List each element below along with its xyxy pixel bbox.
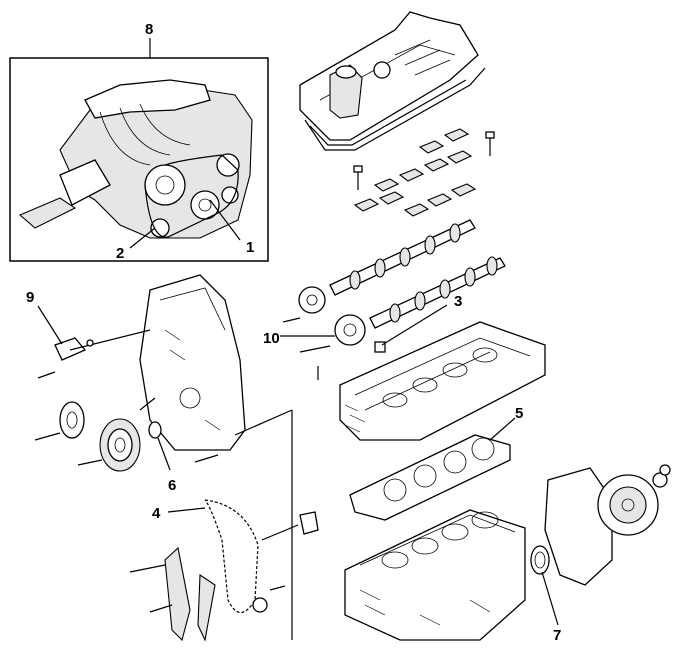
callout-7: 7 (553, 627, 561, 644)
callout-10: 10 (263, 330, 280, 347)
callout-3: 3 (454, 293, 462, 310)
valve-cover (299, 11, 486, 151)
camshaft-caps (353, 128, 495, 217)
callout-4: 4 (152, 505, 161, 522)
timing-chain (129, 409, 319, 642)
callout-2: 2 (116, 245, 124, 262)
timing-cover (139, 274, 246, 451)
crank-pulley (34, 397, 219, 472)
flywheel-assembly (530, 464, 671, 626)
callout-8: 8 (145, 21, 153, 38)
cam-sprockets (280, 286, 448, 380)
cylinder-head (339, 321, 546, 441)
callout-6: 6 (168, 477, 176, 494)
assembled-engine-inset (9, 38, 269, 262)
camshafts (329, 219, 506, 329)
callout-5: 5 (515, 405, 523, 422)
cylinder-block (344, 509, 526, 641)
callout-9: 9 (26, 289, 34, 306)
head-gasket (349, 417, 516, 521)
cam-sensor (37, 305, 151, 379)
callout-1: 1 (246, 239, 254, 256)
